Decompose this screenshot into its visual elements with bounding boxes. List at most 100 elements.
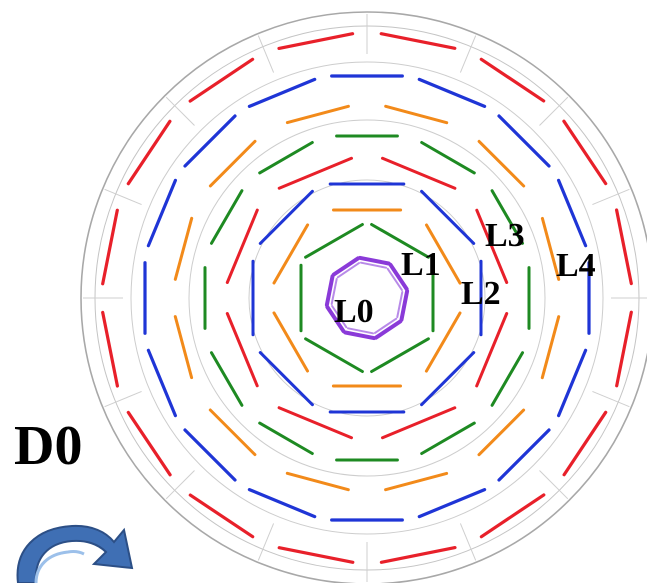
layer-4-outer-ladder [126,119,172,186]
layer-3-inner-ladder [210,189,244,245]
layer-4-outer-ladder [615,310,633,388]
support-ring-large [130,61,604,535]
layer-4-outer-ladder [188,493,255,539]
layer-4-outer-ladder [562,410,608,477]
layer-0-ladder [374,319,403,340]
layer-4-outer-ladder [188,57,255,103]
layer-3-outer-ladder [384,471,449,492]
layer-2-inner-ladder [420,189,476,245]
layer-3-inner-ladder [258,141,314,175]
layer-1-inner-ladder [304,223,364,259]
layer-1-inner-ladder [304,337,364,373]
layer-3-outer-ladder [384,104,449,125]
mounting-tab [165,96,195,126]
layer-1-outer-ladder [425,223,462,285]
layer-3-outer-ladder [208,408,257,457]
layer-1-outer-ladder [272,223,310,285]
layer-1-inner-ladder [370,223,430,259]
support-structure [80,11,647,583]
layer-label-l4: L4 [556,247,596,284]
layer-3-inner-ladder [490,351,524,407]
layer-4-outer-ladder [101,310,120,388]
layer-0-ladder [331,256,360,277]
layer-label-l2: L2 [461,275,501,312]
layer-4-inner-ladder [146,178,177,248]
mounting-tab [592,390,630,408]
layer-0-ladder-inner [386,267,403,291]
layer-4-outer-ladder [479,57,546,103]
layer-2-outer-ladder [277,406,353,440]
layer-2-outer-ladder [381,156,457,190]
silicon-ladders [101,32,633,564]
layer-0-ladder [399,289,410,322]
layer-3-inner-ladder [420,421,476,455]
layer-4-inner-ladder [497,428,551,482]
layer-4-inner-ladder [247,77,317,109]
layer-3-inner-ladder [420,141,476,175]
layer-2-outer-ladder [225,312,259,388]
mounting-tab [539,96,569,126]
mounting-tab [257,523,275,561]
layer-1-inner-ladder [370,337,430,373]
mounting-tab [539,470,569,500]
layer-0-ladder [358,255,391,266]
layer-4-outer-ladder [277,546,355,564]
layer-2-outer-ladder [475,208,509,284]
layer-4-outer-ladder [126,410,172,477]
layer-3-outer-ladder [540,216,561,281]
outer-boundary-circle [80,11,647,583]
layer-1-outer-ladder [272,311,309,373]
layer-3-outer-ladder [540,315,561,380]
layer-4-outer-ladder [562,119,608,186]
layer-4-inner-ladder [497,114,551,168]
layer-0-ladder [325,305,346,334]
layer-4-outer-ladder [379,545,457,564]
layer-label-l0: L0 [334,293,374,330]
layer-4-inner-ladder [417,77,487,109]
layer-0-ladder-inner [330,278,338,305]
layer-0-ladder [324,274,335,307]
layer-2-inner-ladder [258,189,314,245]
mounting-tab [104,390,142,408]
layer-3-outer-ladder [173,315,194,380]
layer-label-l1: L1 [401,246,441,283]
layer-2-outer-ladder [475,312,509,388]
layer-2-outer-ladder [225,208,259,284]
layer-2-inner-ladder [258,351,314,407]
layer-0-ladder [388,262,409,291]
layer-2-outer-ladder [277,156,353,190]
layer-3-inner-ladder [258,421,314,455]
layer-4-inner-ladder [556,348,588,418]
layer-4-outer-ladder [479,493,546,539]
layer-0-ladder [343,330,376,341]
layer-4-outer-ladder [614,208,633,286]
layer-4-outer-ladder [101,208,119,286]
layer-4-inner-ladder [556,178,588,248]
layer-3-outer-ladder [285,104,350,125]
layer-4-inner-ladder [417,488,487,519]
layer-0-ladder-inner [347,327,374,335]
layer-2-inner-ladder [420,351,476,407]
layer-3-outer-ladder [477,139,526,188]
layer-3-outer-ladder [285,471,350,492]
layer-label-l3: L3 [485,217,525,254]
support-ring-medium [188,119,546,477]
d0-logo-icon [16,524,134,583]
layer-0-ladder-inner [331,305,348,329]
mounting-tab [459,523,477,561]
layer-3-inner-ladder [490,189,524,245]
layer-4-inner-ladder [183,114,237,168]
layer-4-outer-ladder [379,32,457,50]
layer-4-outer-ladder [277,32,355,51]
layer-3-outer-ladder [477,408,526,457]
layer-4-inner-ladder [146,348,177,418]
layer-0-ladder-inner [336,262,360,279]
layer-3-outer-ladder [208,139,257,188]
layer-1-outer-ladder [424,311,462,373]
mounting-tab [165,470,195,500]
layer-4-inner-ladder [183,428,237,482]
mounting-tab [459,35,477,73]
support-ring-small [248,179,486,417]
layer-3-inner-ladder [210,351,244,407]
